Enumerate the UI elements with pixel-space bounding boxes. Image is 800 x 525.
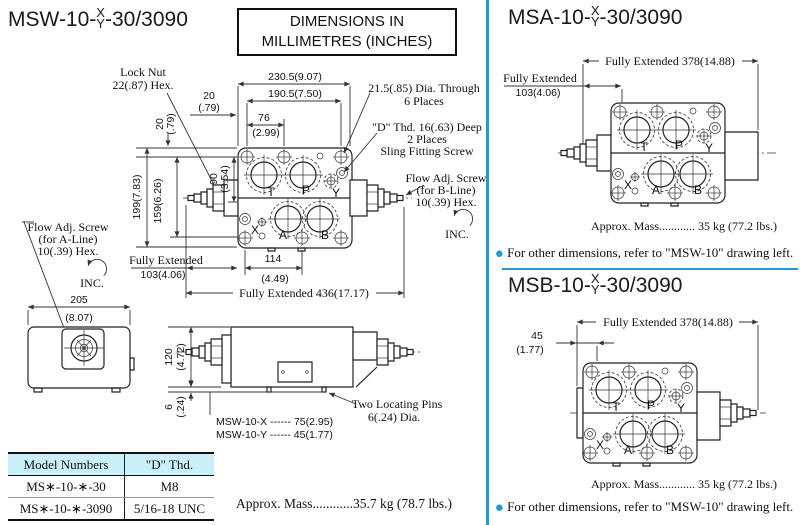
table-cell-model-30: MS∗-10-∗-30 — [8, 475, 125, 498]
variant-x-dim: MSW-10-X ------ 75(2.95) — [216, 416, 333, 428]
pins-callout-line2: 6(.24) Dia. — [368, 410, 420, 424]
dim-120-in: (4.72) — [175, 343, 187, 370]
flowa-line3: 10(.39) Hex. — [38, 244, 99, 258]
dim-120: 120 — [163, 348, 175, 366]
msa-ext-lines — [583, 64, 758, 146]
msw-side-view — [185, 327, 414, 392]
fe103-label: Fully Extended — [129, 253, 203, 267]
dia-callout-line1: 21.5(.85) Dia. Through — [368, 81, 479, 95]
flowa-line2: (for A-Line) — [39, 232, 98, 246]
msw-drawing: T P Y X A B — [0, 65, 487, 441]
msa-note: ● For other dimensions, refer to "MSW-10… — [494, 245, 794, 262]
msb-ext-lines — [577, 325, 758, 410]
dim-76: 76 — [258, 112, 270, 124]
msb-front-view — [577, 362, 757, 467]
dthd-line1: "D" Thd. 16(.63) Deep — [372, 120, 482, 134]
variant-y-dim: MSW-10-Y ------ 45(1.77) — [216, 429, 333, 441]
inc-b-arrow — [453, 209, 472, 225]
msb-d45-in: (1.77) — [516, 344, 543, 356]
msa-mass: Approx. Mass............ 35 kg (77.2 lbs… — [591, 219, 777, 233]
flowb-line2: (for B-Line) — [417, 183, 476, 197]
table-header-dthd: "D" Thd. — [124, 452, 214, 476]
side-ext-lines — [168, 327, 326, 415]
flowb-line3: 10(.39) Hex. — [416, 195, 477, 209]
msw-front-view — [187, 147, 404, 252]
title-suffix: -30/3090 — [104, 8, 188, 31]
msa-fe103: 103(4.06) — [516, 87, 561, 99]
locknut-line1: Lock Nut — [120, 65, 166, 79]
locknut-line2: 22(.87) Hex. — [113, 78, 174, 92]
dim-6-in: (.24) — [175, 396, 187, 418]
table-cell-model-3090: MS∗-10-∗-3090 — [8, 497, 125, 521]
msa-front-view — [560, 102, 758, 207]
dim-76-in: (2.99) — [252, 127, 279, 139]
inc-b-label: INC. — [445, 227, 469, 241]
dthd-line3: Sling Fitting Screw — [380, 144, 474, 158]
msb-mass: Approx. Mass............ 35 kg (77.2 lbs… — [591, 477, 777, 491]
dim-20: 20 — [203, 90, 215, 102]
bullet-icon: ● — [494, 246, 504, 262]
table-cell-thd-30: M8 — [124, 475, 214, 498]
table-row: MS∗-10-∗-3090 5/16-18 UNC — [8, 497, 214, 521]
dims-box-line2: MILLIMETRES (INCHES) — [261, 33, 433, 50]
dim-159: 159(6.26) — [152, 179, 164, 224]
dims-box-line1: DIMENSIONS IN — [289, 13, 405, 30]
inc-a-label: INC. — [80, 276, 104, 290]
model-table: Model Numbers "D" Thd. MS∗-10-∗-30 M8 MS… — [8, 452, 214, 521]
fe103-value: 103(4.06) — [141, 269, 186, 281]
extension-lines — [136, 86, 404, 298]
bullet-icon: ● — [494, 500, 504, 516]
msw-mass: Approx. Mass............35.7 kg (78.7 lb… — [236, 496, 452, 511]
dim-114-in: (4.49) — [261, 273, 288, 285]
dim-205-in: (8.07) — [65, 312, 92, 324]
msb-note: ● For other dimensions, refer to "MSW-10… — [494, 499, 794, 516]
section-divider — [502, 268, 798, 270]
table-header-model: Model Numbers — [8, 452, 125, 476]
msa-fe378: Fully Extended 378(14.88) — [605, 54, 735, 68]
dthd-line2: 2 Places — [407, 132, 447, 146]
table-cell-thd-3090: 5/16-18 UNC — [124, 497, 214, 521]
msa-fe-label: Fully Extended — [503, 71, 577, 85]
dim-v20: 20 — [154, 118, 166, 130]
msw-end-view — [28, 327, 134, 392]
inc-a-arrow — [87, 259, 106, 275]
pins-callout-line1: Two Locating Pins — [352, 397, 443, 411]
column-divider — [486, 0, 489, 525]
msb-drawing: Fully Extended 378(14.88) 45 (1.77) Appr… — [516, 314, 777, 491]
dia-callout-line2: 6 Places — [404, 94, 444, 108]
flowb-line1: Flow Adj. Screw — [406, 171, 487, 185]
title-prefix: MSW-10- — [8, 8, 97, 31]
dim-v20-in: (.79) — [165, 113, 177, 135]
dim-90: 90 — [208, 173, 220, 185]
table-header-row: Model Numbers "D" Thd. — [8, 452, 214, 476]
msa-drawing: Fully Extended 378(14.88) Fully Extended… — [503, 53, 777, 233]
flowa-line1: Flow Adj. Screw — [28, 220, 109, 234]
dim-199: 199(7.83) — [131, 175, 143, 220]
dim-190-5: 190.5(7.50) — [268, 88, 322, 100]
msb-fe378: Fully Extended 378(14.88) — [603, 315, 733, 329]
dim-114: 114 — [265, 253, 282, 265]
dimensions-note-box: DIMENSIONS IN MILLIMETRES (INCHES) — [237, 8, 457, 56]
fe436-label: Fully Extended 436(17.17) — [239, 286, 369, 300]
dim-205: 205 — [70, 294, 88, 306]
msb-d45: 45 — [531, 330, 543, 342]
table-row: MS∗-10-∗-30 M8 — [8, 475, 214, 498]
dim-6: 6 — [163, 404, 175, 410]
dim-20-in: (.79) — [198, 102, 220, 114]
dim-90-in: (3.54) — [219, 165, 231, 192]
dim-230-5: 230.5(9.07) — [268, 71, 322, 83]
